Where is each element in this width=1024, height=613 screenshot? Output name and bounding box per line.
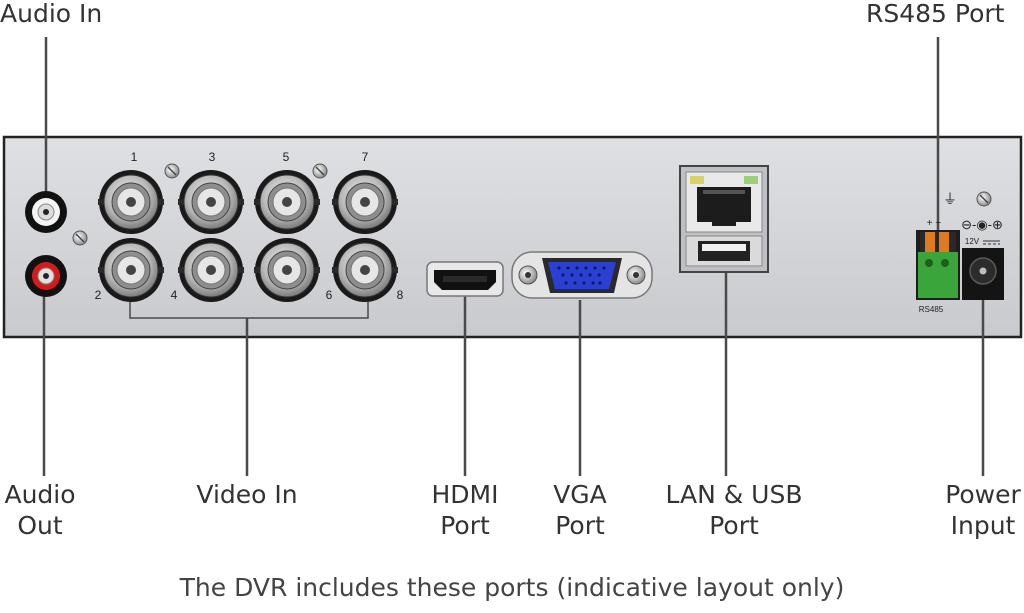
lan-usb-port-label-line1: LAN & USB — [665, 480, 803, 509]
rs485-panel-label: RS485 — [919, 305, 944, 314]
rs485-port-label: RS485 Port — [866, 0, 1005, 28]
polarity-symbol: ⊖-◉-⊕ — [961, 217, 1003, 232]
ground-symbol: ⏚ — [943, 191, 957, 207]
panel-screws — [72, 163, 992, 246]
video-in-label: Video In — [196, 480, 298, 509]
hdmi-port — [426, 261, 504, 297]
audio-out-label: Audio Out — [0, 479, 80, 541]
vga-port-label-line2: Port — [555, 511, 605, 540]
bnc-number-8: 8 — [397, 288, 404, 302]
video-in-connectors — [98, 170, 398, 302]
power-input-label-line1: Power — [945, 480, 1021, 509]
bnc-connector-1 — [98, 170, 164, 234]
bnc-number-7: 7 — [362, 150, 369, 164]
bnc-connector-5 — [254, 170, 320, 234]
lan-usb-port-label: LAN & USB Port — [651, 479, 817, 541]
bnc-connector-3 — [178, 170, 244, 234]
audio-in-connector — [25, 191, 67, 233]
bnc-number-2: 2 — [95, 288, 102, 302]
vga-port — [511, 251, 653, 299]
bnc-connector-8 — [332, 238, 398, 302]
rs485-terminal: ⏚ + − RS485 — [916, 191, 960, 314]
bnc-connector-4 — [178, 238, 244, 302]
bnc-number-4: 4 — [171, 288, 178, 302]
dvr-panel — [2, 135, 1023, 339]
bnc-connector-2 — [98, 238, 164, 302]
video-in-bracket — [129, 302, 369, 319]
bnc-number-1: 1 — [131, 150, 138, 164]
bnc-number-3: 3 — [209, 150, 216, 164]
audio-out-label-line1: Audio — [4, 480, 76, 509]
audio-out-connector — [25, 255, 67, 297]
vga-port-label-line1: VGA — [553, 480, 607, 509]
bnc-number-6: 6 — [326, 288, 333, 302]
vga-port-label: VGA Port — [530, 479, 630, 541]
lan-usb-port-label-line2: Port — [709, 511, 759, 540]
leader-lines — [42, 37, 985, 476]
bnc-number-5: 5 — [283, 150, 290, 164]
caption: The DVR includes these ports (indicative… — [179, 573, 845, 602]
power-input-jack: ⊖-◉-⊕ 12V — [961, 217, 1004, 300]
power-input-label: Power Input — [938, 479, 1024, 541]
audio-in-label: Audio In — [0, 0, 103, 28]
hdmi-port-label-line2: Port — [440, 511, 490, 540]
hdmi-port-label-line1: HDMI — [431, 480, 499, 509]
power-input-label-line2: Input — [950, 511, 1016, 540]
plus-minus-text: + − — [927, 218, 942, 229]
hdmi-port-label: HDMI Port — [415, 479, 515, 541]
volt-text: 12V — [965, 237, 980, 246]
bnc-numbers: 1 3 5 7 2 4 6 8 — [95, 150, 404, 302]
bnc-connector-7 — [332, 170, 398, 234]
lan-usb-port — [679, 165, 769, 273]
audio-out-label-line2: Out — [17, 511, 63, 540]
bnc-connector-6 — [254, 238, 320, 302]
